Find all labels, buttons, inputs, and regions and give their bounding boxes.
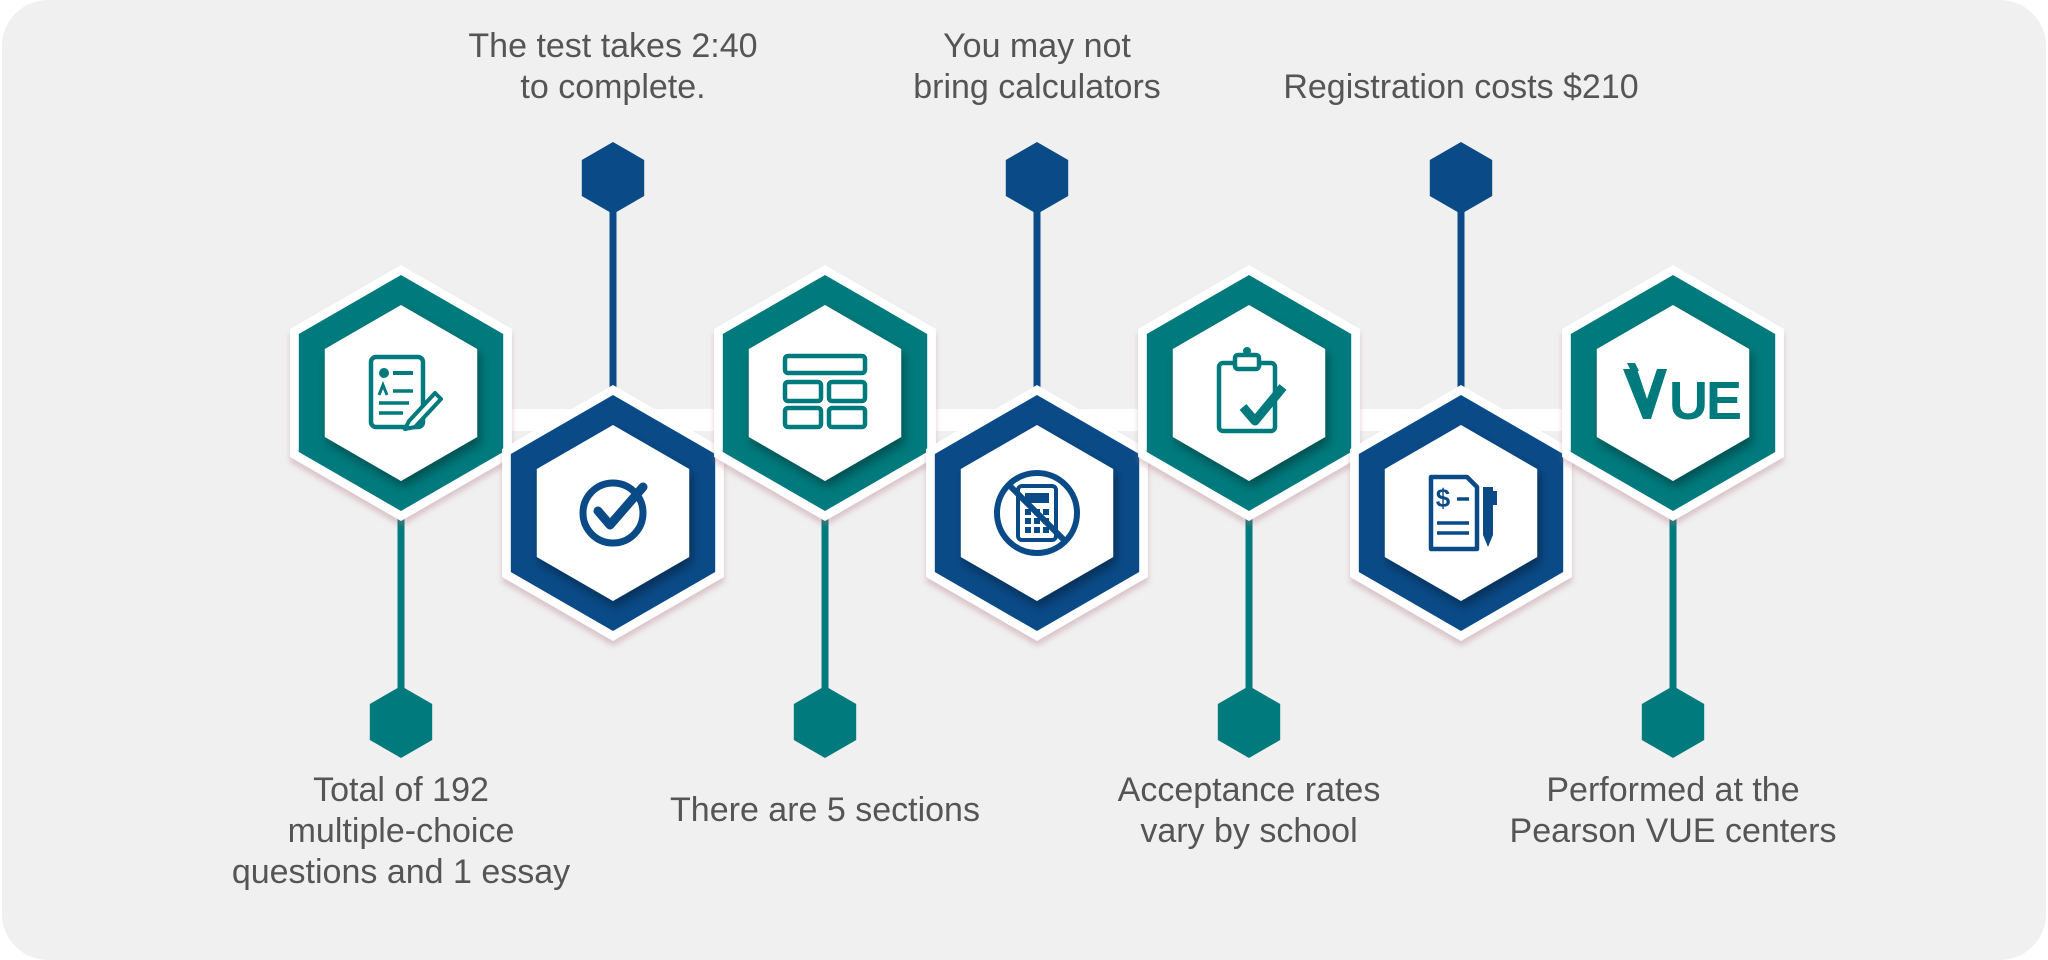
step-1-inner-hexagon — [324, 305, 478, 481]
step-2-marker-hexagon — [581, 142, 645, 214]
svg-text:UE: UE — [1669, 371, 1740, 431]
step-2-label-line: to complete. — [520, 68, 706, 106]
step-7-marker-hexagon — [1641, 686, 1705, 758]
step-5-label-line: vary by school — [1140, 812, 1358, 850]
step-5-marker-hexagon — [1217, 686, 1281, 758]
step-3-inner-hexagon — [748, 305, 902, 481]
step-4-node — [926, 385, 1148, 641]
step-5-inner-hexagon — [1172, 305, 1326, 481]
step-3-label-line: There are 5 sections — [670, 791, 980, 829]
step-3-marker-hexagon — [793, 686, 857, 758]
step-1-label-line: multiple-choice — [287, 812, 515, 850]
step-7-inner-hexagon — [1596, 305, 1750, 481]
step-5-label-line: Acceptance rates — [1117, 771, 1381, 809]
pearson-vue-logo-icon: UE — [1623, 363, 1742, 431]
check-circle-icon — [579, 479, 648, 547]
step-5-node — [1138, 265, 1360, 521]
step-1-node — [290, 265, 512, 521]
step-4-marker-hexagon — [1005, 142, 1069, 214]
sections-grid-icon — [782, 353, 868, 430]
no-calculator-icon — [994, 470, 1080, 556]
document-form-pen-icon — [368, 354, 443, 431]
step-4-label-line: You may not — [943, 27, 1131, 65]
svg-text:$: $ — [1436, 483, 1451, 513]
step-6-marker-hexagon — [1429, 142, 1493, 214]
step-2-node — [502, 385, 724, 641]
step-6-inner-hexagon — [1384, 425, 1538, 601]
hexagons-layer: $ UE — [290, 265, 1784, 641]
step-1-label-line: Total of 192 — [313, 771, 489, 809]
step-2-inner-hexagon — [536, 425, 690, 601]
step-6-label: Registration costs $210 — [1231, 67, 1691, 108]
step-6-node: $ — [1350, 385, 1572, 641]
step-7-label-line: Performed at the — [1546, 771, 1800, 809]
step-2-label-line: The test takes 2:40 — [468, 27, 758, 65]
step-3-node — [714, 265, 936, 521]
step-6-label-line: Registration costs $210 — [1283, 68, 1639, 106]
clipboard-check-icon — [1216, 347, 1287, 434]
step-7-node: UE — [1562, 265, 1784, 521]
invoice-dollar-pen-icon: $ — [1428, 474, 1497, 552]
step-1-label-line: questions and 1 essay — [231, 853, 571, 891]
step-3-label: There are 5 sections — [595, 790, 1055, 831]
step-1-marker-hexagon — [369, 686, 433, 758]
step-7-label-line: Pearson VUE centers — [1509, 812, 1837, 850]
step-4-label-line: bring calculators — [913, 68, 1161, 106]
